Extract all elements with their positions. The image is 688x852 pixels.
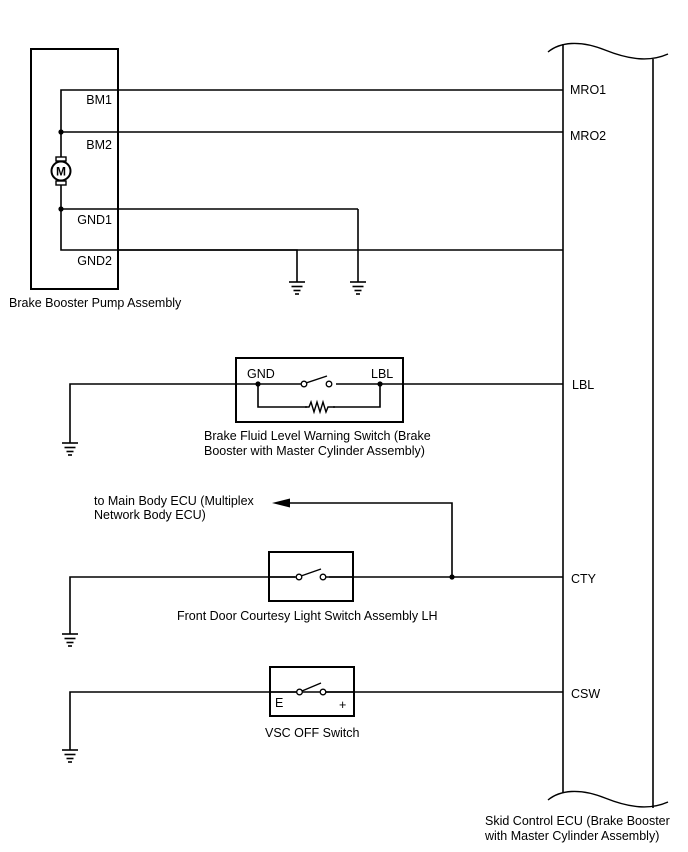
- front-door-courtesy-light-switch: Front Door Courtesy Light Switch Assembl…: [69, 494, 563, 634]
- wire-bm1-gnd2-loop: [60, 89, 563, 251]
- ground-icon: [62, 749, 78, 763]
- vsc-switch-housing: [269, 666, 355, 717]
- wire-csw: [69, 691, 563, 750]
- brake-booster-pump-assembly: M BM1 BM2 GND1 GND2 Brake Booster Pump A…: [9, 48, 563, 310]
- switch-open-icon: [300, 375, 336, 390]
- ecu-break-bottom: [547, 790, 669, 808]
- vsc-switch-label: VSC OFF Switch: [265, 726, 360, 740]
- ecu-break-top: [547, 42, 669, 60]
- main-body-ecu-note-line1: to Main Body ECU (Multiplex: [94, 494, 255, 508]
- pump-pin-gnd2: GND2: [77, 254, 112, 268]
- wire-gnd2-drop: [118, 249, 298, 282]
- fluid-switch-housing: [235, 357, 404, 423]
- ground-icon: [62, 633, 78, 647]
- pump-label: Brake Booster Pump Assembly: [9, 296, 182, 310]
- motor-icon: M: [50, 156, 72, 186]
- junction-dot: [377, 381, 383, 387]
- ground-icon: [62, 442, 78, 456]
- junction-dot: [449, 574, 455, 580]
- ground-icon: [350, 281, 366, 295]
- main-body-ecu-note-line2: Network Body ECU): [94, 508, 206, 522]
- vsc-off-switch: E + VSC OFF Switch: [69, 666, 563, 750]
- courtesy-switch-label: Front Door Courtesy Light Switch Assembl…: [177, 609, 438, 623]
- junction-dot: [58, 206, 64, 212]
- fluid-switch-pin-lbl: LBL: [371, 367, 393, 381]
- junction-dot: [58, 129, 64, 135]
- ecu-label-line2: with Master Cylinder Assembly): [484, 829, 659, 843]
- fluid-switch-pin-gnd: GND: [247, 367, 275, 381]
- wire-cty: [69, 576, 563, 634]
- ecu-pin-mro1: MRO1: [570, 83, 606, 97]
- switch-open-icon: [271, 682, 353, 696]
- ecu-label-line1: Skid Control ECU (Brake Booster: [485, 814, 670, 828]
- pump-pin-gnd1: GND1: [77, 213, 112, 227]
- pump-pin-bm1: BM1: [86, 93, 112, 107]
- fluid-switch-label-line1: Brake Fluid Level Warning Switch (Brake: [204, 429, 431, 443]
- junction-dot: [255, 381, 261, 387]
- vsc-switch-pin-e: E: [275, 696, 283, 710]
- arrow-left-icon: [272, 498, 290, 508]
- wire-to-main-body-ecu: [285, 502, 453, 577]
- courtesy-switch-housing: [268, 551, 354, 602]
- ecu-pin-mro2: MRO2: [570, 129, 606, 143]
- ecu-pin-lbl: LBL: [572, 378, 594, 392]
- switch-open-icon: [270, 568, 352, 583]
- wire-lbl: [69, 383, 563, 443]
- ground-icon: [289, 281, 305, 295]
- pump-housing: [30, 48, 119, 290]
- pump-pin-bm2: BM2: [86, 138, 112, 152]
- skid-control-ecu: MRO1 MRO2 LBL CTY CSW Skid Control ECU (…: [484, 42, 670, 843]
- ecu-pin-csw: CSW: [571, 687, 600, 701]
- fluid-switch-label-line2: Booster with Master Cylinder Assembly): [204, 444, 425, 458]
- vsc-switch-pin-plus: +: [339, 698, 346, 712]
- motor-symbol: M: [56, 165, 66, 179]
- ecu-pin-cty: CTY: [571, 572, 597, 586]
- brake-fluid-level-warning-switch: GND LBL Brake Fluid Level Warning Switch…: [69, 357, 563, 458]
- resistor-icon: [305, 399, 335, 415]
